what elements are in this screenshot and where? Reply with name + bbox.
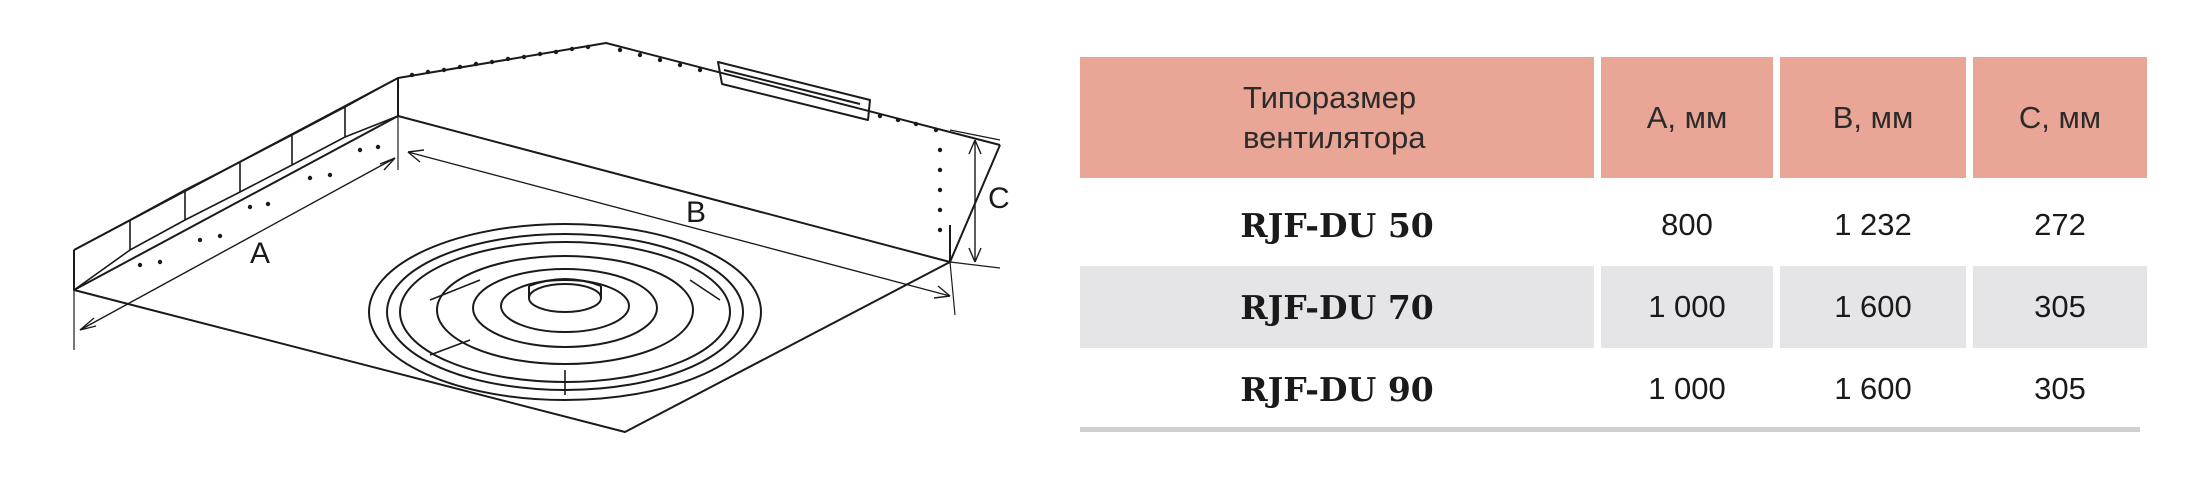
header-model-line1: Типоразмер <box>1243 79 1417 115</box>
dimension-a-line <box>79 157 396 331</box>
table-header-row: Типоразмер вентилятора A, мм B, мм C, мм <box>1080 57 2147 178</box>
housing-rear-edge <box>397 78 951 263</box>
header-a: A, мм <box>1601 57 1773 178</box>
fan-size-table: Типоразмер вентилятора A, мм B, мм C, мм… <box>1073 57 2154 430</box>
housing-top-edge <box>73 42 1001 251</box>
cell-model: RJF-DU 90 <box>1240 369 1434 409</box>
cell-b: 1 600 <box>1780 266 1966 348</box>
header-model: Типоразмер вентилятора <box>1080 57 1594 178</box>
dimension-b-line <box>407 151 951 297</box>
cell-c: 272 <box>2034 207 2086 242</box>
header-b: B, мм <box>1780 57 1966 178</box>
cell-a: 800 <box>1661 207 1713 242</box>
fan-guard <box>368 223 762 401</box>
rib-panel <box>73 77 399 291</box>
cell-model: RJF-DU 70 <box>1080 266 1594 348</box>
fan-unit-drawing: A B C <box>73 42 1010 433</box>
table-bottom-rule <box>1080 427 2140 432</box>
table-row: RJF-DU 50 800 1 232 272 <box>1080 178 2147 266</box>
header-c: C, мм <box>1973 57 2147 178</box>
header-model-line2: вентилятора <box>1243 119 1426 155</box>
dimension-c-label: C <box>988 182 1010 215</box>
rivets <box>137 44 943 268</box>
cell-b: 1 600 <box>1834 371 1912 406</box>
dimension-a-label: A <box>250 237 270 270</box>
table-row: RJF-DU 90 1 000 1 600 305 <box>1080 348 2147 430</box>
cell-a: 1 000 <box>1648 371 1726 406</box>
cell-model: RJF-DU 50 <box>1240 205 1434 245</box>
cell-a: 1 000 <box>1601 266 1773 348</box>
cell-c: 305 <box>2034 371 2086 406</box>
table-row: RJF-DU 70 1 000 1 600 305 <box>1080 266 2147 348</box>
mounting-bracket <box>717 61 871 121</box>
housing-front-top <box>73 250 951 433</box>
cell-b: 1 232 <box>1834 207 1912 242</box>
cell-c: 305 <box>1973 266 2147 348</box>
dimension-b-label: B <box>686 196 706 229</box>
